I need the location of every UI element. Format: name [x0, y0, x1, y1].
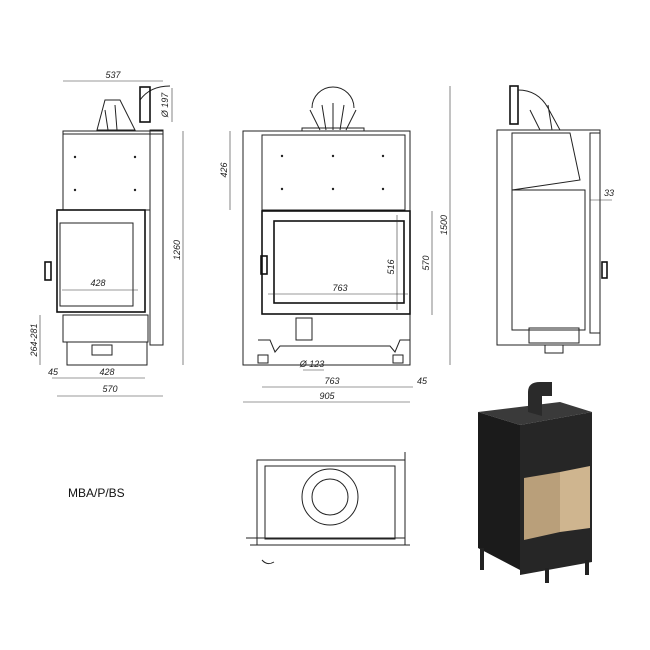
dim-1500: 1500: [439, 215, 449, 235]
dim-537: 537: [105, 70, 121, 80]
dim-air-inlet: Ø 123: [299, 359, 325, 369]
dim-base-428: 428: [99, 367, 114, 377]
model-label: MBA/P/BS: [68, 486, 125, 500]
right-view: 33: [496, 85, 614, 354]
dim-1260: 1260: [172, 240, 182, 260]
dim-leg-height: 264-281: [29, 323, 39, 357]
fireplace-photo: [478, 382, 592, 583]
dim-glass-763: 763: [332, 283, 347, 293]
dim-45: 45: [48, 367, 59, 377]
dim-33: 33: [604, 188, 614, 198]
dim-door-428: 428: [90, 278, 105, 288]
dim-516: 516: [386, 259, 396, 274]
side-view: 537 Ø 197 1260 428 264-281 45 428 570: [29, 70, 184, 397]
dim-570: 570: [102, 384, 117, 394]
dim-570-height: 570: [421, 255, 431, 270]
dim-flue-diameter: Ø 197: [160, 92, 170, 119]
dim-763: 763: [324, 376, 339, 386]
dim-45-front: 45: [417, 376, 428, 386]
top-view: [246, 452, 410, 565]
dim-905: 905: [319, 391, 335, 401]
dim-426: 426: [219, 162, 229, 177]
front-view: 426 1500 570 516 763 Ø 123 763 45 905: [219, 86, 451, 403]
